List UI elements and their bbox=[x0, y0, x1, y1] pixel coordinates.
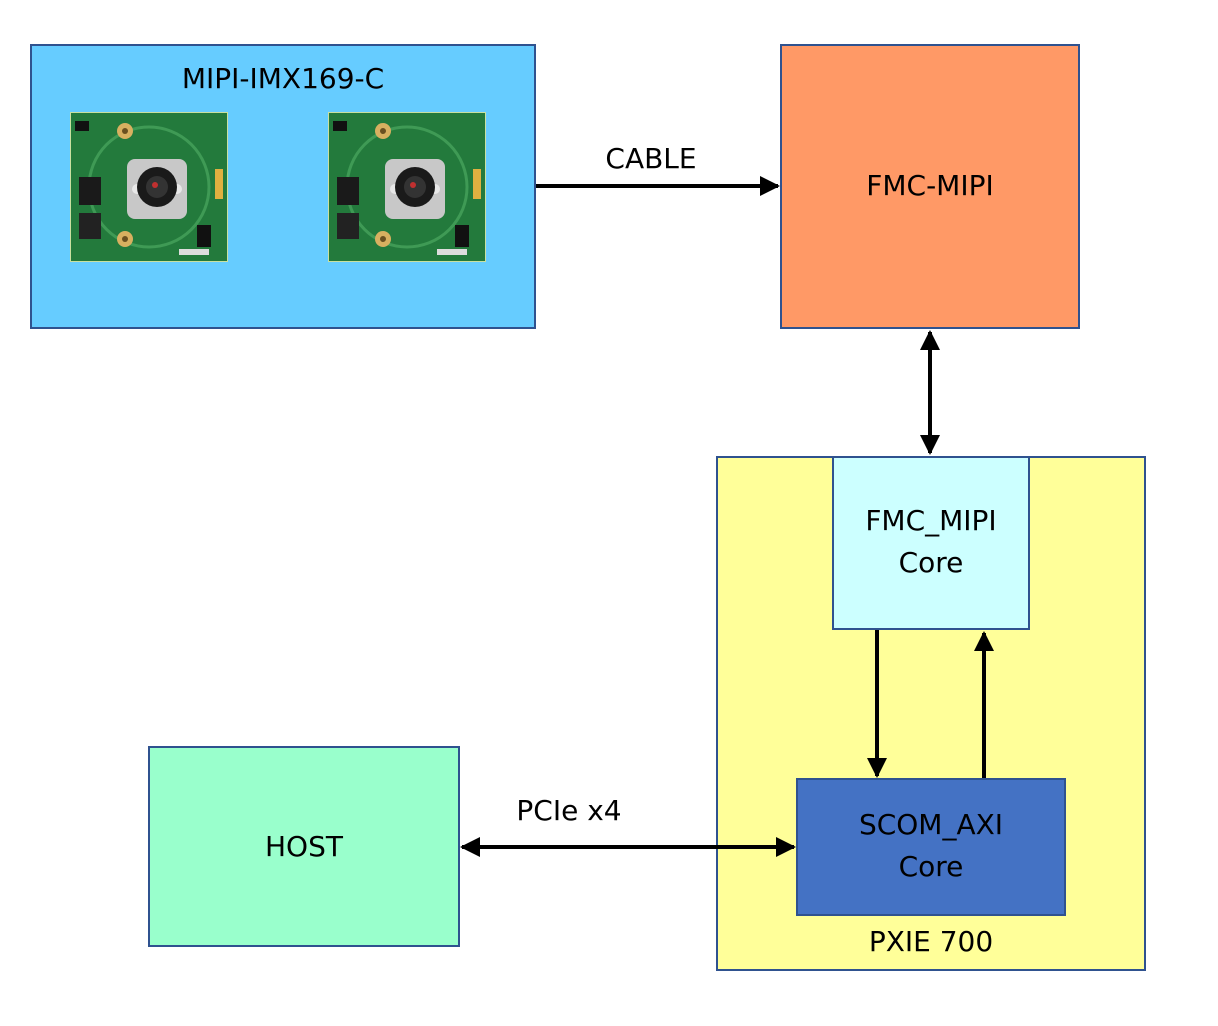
pcie-label: PCIe x4 bbox=[516, 794, 622, 827]
host-block bbox=[148, 746, 460, 947]
camera-board-icon bbox=[70, 112, 228, 262]
fmc-mipi-block bbox=[780, 44, 1080, 329]
scom-axi-core-block bbox=[796, 778, 1066, 916]
camera-board-icon bbox=[328, 112, 486, 262]
scom-axi-core-label-line2: Core bbox=[898, 850, 964, 883]
scom-axi-core-label-line1: SCOM_AXI bbox=[858, 808, 1004, 841]
host-label: HOST bbox=[265, 830, 343, 863]
cable-label: CABLE bbox=[605, 142, 697, 175]
fmc-mipi-core-label-line1: FMC_MIPI bbox=[865, 504, 997, 537]
fmc-mipi-core-block bbox=[832, 456, 1030, 630]
fmc-mipi-core-label-line2: Core bbox=[898, 546, 964, 579]
fmc-mipi-label: FMC-MIPI bbox=[866, 169, 994, 202]
pxie-label: PXIE 700 bbox=[868, 925, 994, 958]
camera-module-label: MIPI-IMX169-C bbox=[181, 62, 385, 95]
